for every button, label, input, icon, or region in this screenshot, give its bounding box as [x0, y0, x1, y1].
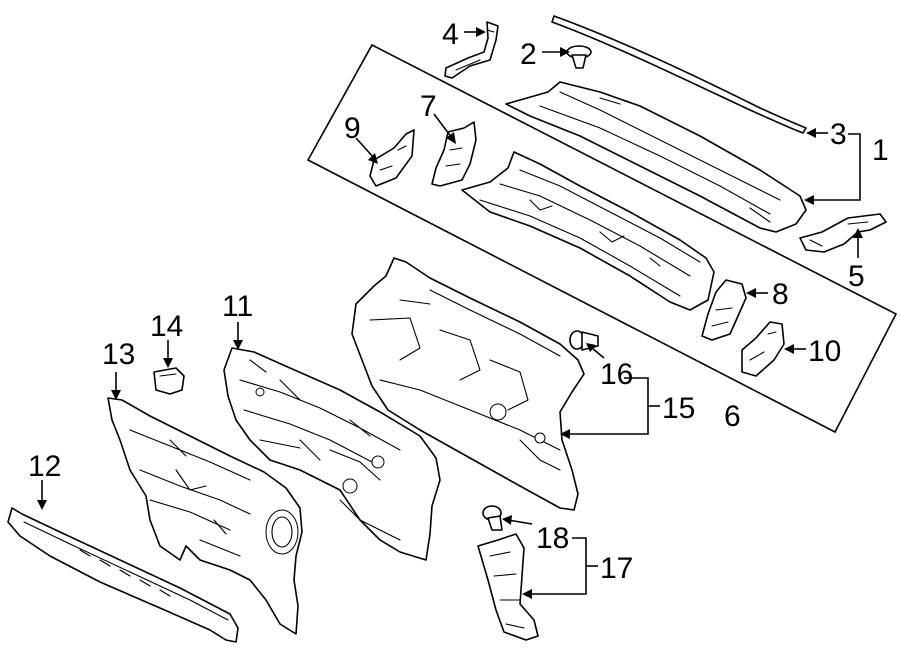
callout-5: 5 — [848, 260, 865, 293]
callout-12: 12 — [28, 450, 61, 483]
callout-15: 15 — [662, 392, 695, 425]
callout-18: 18 — [536, 522, 569, 555]
callout-4: 4 — [442, 18, 459, 51]
callout-10: 10 — [808, 335, 841, 368]
upper-bracket — [444, 21, 499, 79]
callout-labels: 1 2 3 4 5 6 7 8 9 10 11 12 13 14 15 16 1… — [28, 18, 889, 585]
callout-17: 17 — [600, 552, 633, 585]
callout-3: 3 — [830, 118, 847, 151]
small-bracket-left — [369, 129, 415, 187]
cowl-assembly-frame — [306, 43, 898, 434]
weatherstrip-seal — [551, 15, 807, 134]
small-bracket-right — [741, 321, 785, 377]
callout-16: 16 — [600, 358, 633, 391]
callout-2: 2 — [520, 38, 537, 71]
callout-14: 14 — [150, 310, 183, 343]
callout-11: 11 — [222, 290, 253, 323]
side-bracket-right — [799, 213, 887, 253]
leader-lines — [37, 27, 863, 599]
dash-panel-15 — [351, 257, 585, 511]
dash-insulator-11 — [223, 347, 441, 561]
pillar-bracket-17 — [477, 533, 539, 641]
gusset-right — [701, 279, 747, 341]
lower-insulator-13 — [107, 397, 303, 635]
retainer-clip — [566, 45, 592, 69]
callout-13: 13 — [102, 338, 135, 371]
cowl-top-panel — [505, 81, 807, 233]
callout-1: 1 — [872, 134, 889, 167]
callout-7: 7 — [420, 90, 437, 123]
grommet-lower — [482, 505, 503, 531]
gusset-left — [431, 121, 477, 187]
callout-6: 6 — [724, 400, 741, 433]
callout-8: 8 — [772, 278, 789, 311]
callout-9: 9 — [344, 112, 361, 145]
grommet — [569, 330, 599, 351]
insulator-clip — [153, 367, 185, 395]
